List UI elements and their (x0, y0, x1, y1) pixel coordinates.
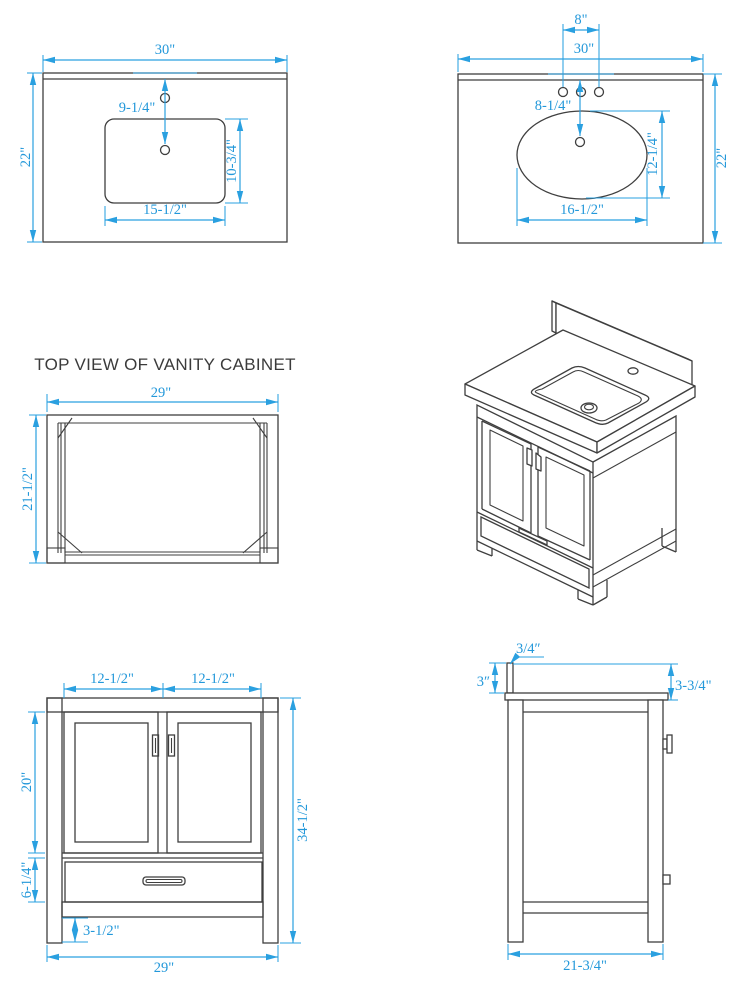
top-rail (46, 697, 279, 713)
dim-depth-label: 22" (714, 148, 730, 169)
faucet-hole-3d (627, 367, 639, 375)
left-door-panel (74, 722, 149, 843)
dim-sink-width-label: 15-1/2" (143, 202, 187, 218)
dim-backsplash-height-label: 3″ (477, 674, 490, 690)
dim-sink-depth-label: 12-1/4" (645, 132, 661, 176)
drawer-handle-3d (518, 526, 548, 547)
dim-drain-offset-label: 8-1/4" (535, 98, 572, 114)
cabinet-front-view: 12-1/2" 12-1/2" 20" 6-1/4" 3-1/2" 29" 34… (19, 671, 311, 976)
dim-leg-height-label: 3-1/2" (83, 923, 120, 939)
left-door-panel-3d (489, 429, 524, 522)
right-door-3d (537, 446, 591, 561)
left-door-handle-3d (526, 447, 533, 467)
left-door (63, 711, 159, 854)
corner-block-left (46, 547, 66, 564)
drawer-knob-side (662, 874, 671, 885)
faucet-hole-right (593, 86, 605, 98)
right-door-handle-3d (535, 452, 542, 472)
backsplash-side (506, 662, 514, 694)
dim-door-height-label: 20" (19, 772, 35, 793)
sink-rim-outer (530, 365, 650, 425)
dim-depth-label: 21-1/2" (20, 467, 36, 511)
dim-right-door-label: 12-1/2" (191, 671, 235, 687)
right-door-panel (177, 722, 252, 843)
countertop-rect-sink-top-view: 30" 22" 9-1/4" 15-1/2" 10-3/4" (18, 42, 288, 243)
countertop-side (504, 692, 669, 701)
dim-faucet-spread-label: 8" (574, 12, 587, 28)
corner-brace-br (242, 531, 268, 554)
dim-top-assembly-label: 3-3/4" (675, 678, 712, 694)
drain-hole (574, 136, 586, 148)
cabinet-3d-view (464, 300, 696, 606)
drain-hole (159, 144, 171, 156)
dim-width-label: 29" (151, 385, 172, 401)
right-door-handle (167, 734, 176, 757)
countertop-edge-right (596, 385, 696, 454)
side-front-leg (592, 580, 608, 606)
bottom-rail-3d (476, 540, 594, 598)
dim-drawer-height-label: 6-1/4" (19, 862, 35, 899)
cabinet-outline (46, 414, 279, 564)
right-door-panel-3d (545, 456, 585, 547)
corner-brace-tl (57, 417, 73, 439)
dim-depth-label: 21-3/4" (563, 958, 607, 974)
corner-brace-tr (252, 417, 268, 439)
dim-width-label: 30" (155, 42, 176, 58)
countertop-oval-sink-top-view: 8" 30" 8-1/4" 22" 16-1/2" 12-1/4" (457, 12, 730, 244)
dim-depth-label: 22" (18, 147, 34, 168)
back-leg (507, 699, 524, 943)
front-leg (647, 699, 664, 943)
dim-width-label: 30" (574, 41, 595, 57)
dim-left-door-label: 12-1/2" (90, 671, 134, 687)
left-door-3d (481, 420, 532, 534)
leader-backsplash-thickness (509, 652, 521, 665)
dim-width-label: 29" (154, 960, 175, 976)
drawer-front-3d (480, 515, 590, 590)
faucet-hole-left (557, 86, 569, 98)
cabinet-front-outline (476, 403, 594, 605)
dim-sink-width-label: 16-1/2" (560, 202, 604, 218)
dim-height-label: 34-1/2" (295, 798, 311, 842)
sink-bowl-inner (534, 369, 642, 422)
side-top-rail (592, 431, 677, 479)
view-title: TOP VIEW OF VANITY CABINET (34, 355, 296, 374)
left-stile (46, 697, 63, 944)
drawer-handle (142, 876, 186, 886)
right-stile (262, 697, 279, 944)
front-legs-3d (476, 548, 594, 606)
dim-faucet-to-drain-label: 9-1/4" (119, 100, 156, 116)
right-door (166, 711, 262, 854)
cabinet-top-view: TOP VIEW OF VANITY CABINET 29" 21-1/2" (20, 355, 296, 564)
corner-brace-bl (57, 531, 83, 554)
left-door-handle (151, 734, 160, 757)
dim-backsplash-thickness-label: 3/4″ (516, 641, 541, 657)
dim-sink-depth-label: 10-3/4" (224, 139, 240, 183)
side-bottom-rail (592, 528, 677, 588)
cabinet-side-view: 3/4″ 3″ 3-3/4" 21-3/4" (477, 641, 712, 974)
corner-block-right (259, 547, 279, 564)
bottom-rail (61, 901, 264, 918)
drain-3d (580, 402, 598, 414)
